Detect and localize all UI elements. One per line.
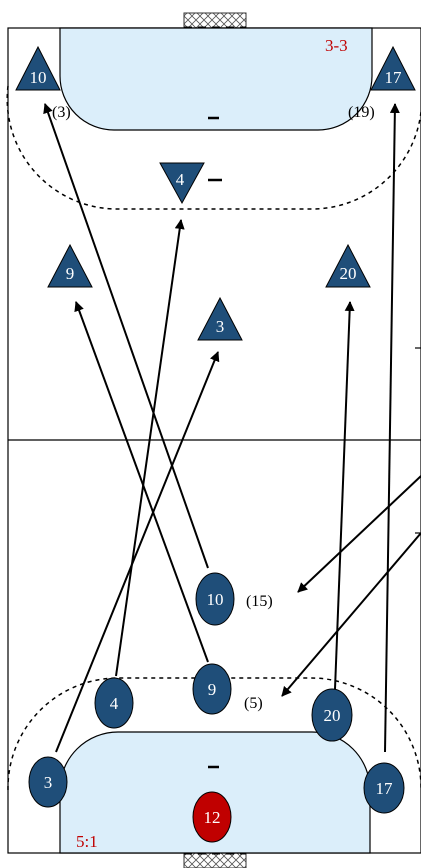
bottom-formation-label: 5:1: [76, 832, 98, 851]
attacker-number: 3: [44, 773, 53, 792]
goalkeeper-number: 12: [204, 808, 221, 827]
attacker-number: 10: [207, 590, 224, 609]
bottom-goal: [183, 851, 247, 868]
defender: 3: [197, 296, 243, 341]
defender: 20: [325, 243, 371, 288]
arrow-pass-5: [281, 532, 421, 697]
defender-number: 9: [66, 264, 75, 283]
annotation-label: (3): [52, 104, 71, 121]
top-goal-area: [59, 27, 373, 131]
arrow-3: [55, 351, 220, 753]
arrow-pass-15: [297, 475, 421, 593]
attacker-number: 9: [208, 680, 217, 699]
defender: 10: [15, 45, 61, 91]
defender-number: 10: [30, 68, 47, 87]
attacker: 4: [94, 677, 134, 729]
annotation-label: (19): [348, 104, 375, 121]
attacker-number: 4: [110, 694, 119, 713]
top-free-throw-line: [6, 85, 421, 210]
movement-arrows: [43, 103, 421, 753]
arrow-17: [384, 103, 400, 753]
goalkeeper: 12: [192, 791, 232, 843]
annotation-label: (5): [244, 695, 263, 712]
defender: 17: [370, 45, 416, 91]
attacker: 17: [363, 762, 405, 814]
attacker: 10: [195, 572, 235, 626]
top-formation-label: 3-3: [325, 36, 348, 55]
defender: 4: [159, 162, 205, 205]
defender-number: 4: [176, 170, 185, 189]
defender-number: 17: [385, 68, 403, 87]
attacker: 9: [192, 663, 232, 715]
attacker-number: 17: [376, 779, 394, 798]
arrow-20: [334, 301, 355, 690]
top-goal: [183, 12, 247, 30]
bottom-free-throw-line: [7, 677, 421, 791]
arrow-10: [43, 103, 209, 569]
defender: 9: [47, 243, 93, 288]
annotation-label: (15): [246, 593, 273, 610]
defender-number: 20: [340, 264, 357, 283]
arrow-4: [115, 219, 185, 677]
defender-number: 3: [216, 317, 225, 336]
attacker-number: 20: [324, 706, 341, 725]
attacker: 20: [311, 688, 353, 742]
attacker: 3: [28, 756, 68, 808]
arrow-9: [74, 301, 209, 663]
